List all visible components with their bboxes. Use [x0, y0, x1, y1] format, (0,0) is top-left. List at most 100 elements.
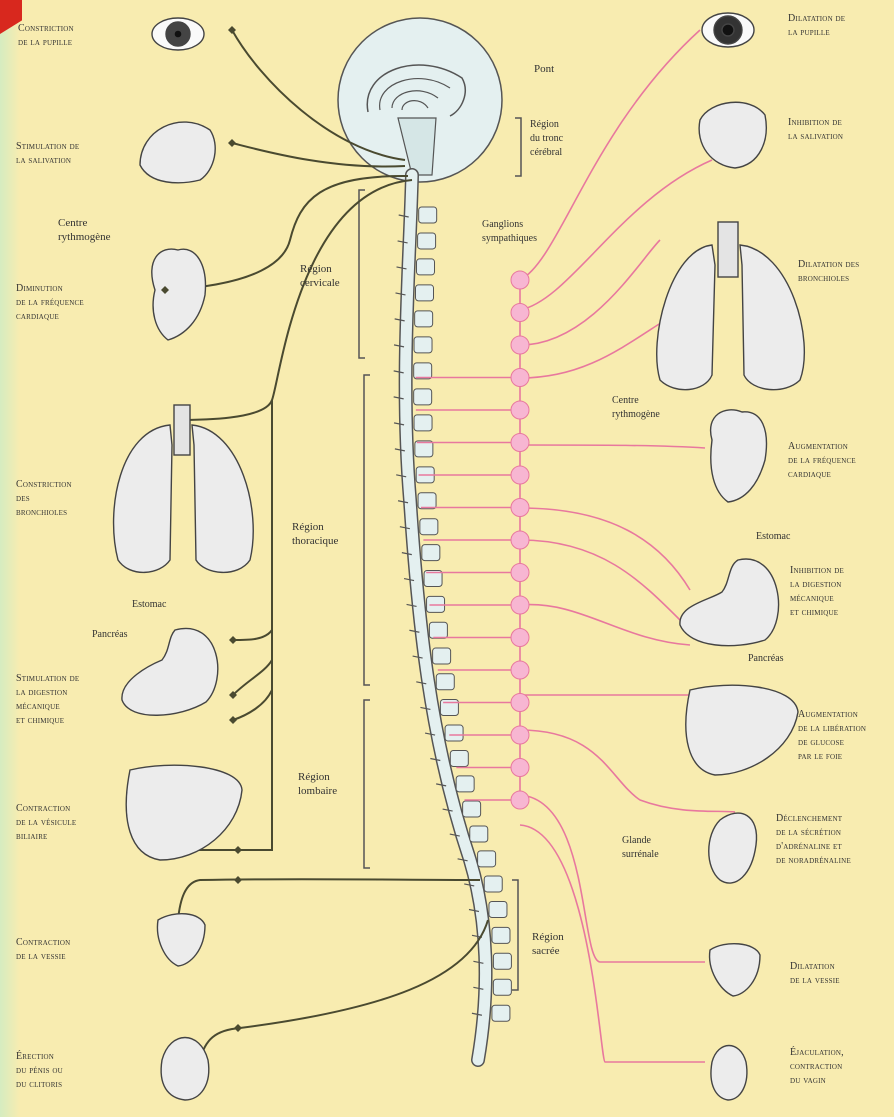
stomach-right	[680, 559, 779, 646]
vertebra	[414, 389, 432, 405]
synapse-marker	[229, 716, 237, 724]
ganglion	[511, 499, 529, 517]
label-line: Glande	[622, 834, 659, 848]
heart-right	[711, 410, 767, 502]
vertebra	[493, 953, 511, 969]
label-line: Centre	[612, 394, 660, 408]
vertebra	[429, 622, 447, 638]
label-line: de la libération	[798, 722, 866, 736]
bladder-left	[157, 914, 205, 966]
ganglion	[511, 596, 529, 614]
label-line: mécanique	[16, 700, 79, 714]
label-line: et chimique	[16, 714, 79, 728]
vertebra	[492, 927, 510, 943]
label-line: sacrée	[532, 944, 564, 958]
label-line: Érection	[16, 1050, 63, 1064]
label-line: Éjaculation,	[790, 1046, 844, 1060]
label-line: Augmentation	[788, 440, 856, 454]
label-line: cervicale	[300, 276, 340, 290]
label-line: Dilatation de	[788, 12, 845, 26]
lungs-left	[114, 405, 254, 572]
ganglion	[511, 791, 529, 809]
ganglion	[511, 304, 529, 322]
salivary-gland-right	[699, 102, 766, 168]
vertebra	[420, 519, 438, 535]
ganglion	[511, 434, 529, 452]
label-line: du pénis ou	[16, 1064, 63, 1078]
stomach-left	[122, 628, 218, 715]
right-label-bronchioles: Dilatation des bronchioles	[798, 258, 859, 286]
label-line: Stimulation de	[16, 672, 79, 686]
eye-right	[702, 13, 754, 47]
salivary-gland-left	[140, 122, 215, 183]
label-line: la pupille	[788, 26, 845, 40]
label-line: Région	[532, 930, 564, 944]
label-line: la salivation	[788, 130, 843, 144]
vertebra	[418, 493, 436, 509]
label-line: thoracique	[292, 534, 338, 548]
label-line: Diminution	[16, 282, 84, 296]
right-label-pancreas: Pancréas	[748, 652, 784, 666]
vertebra	[414, 337, 432, 353]
spinal-cord	[394, 175, 512, 1060]
label-line: de la vessie	[16, 950, 70, 964]
right-label-frequence: Augmentation de la fréquence cardiaque	[788, 440, 856, 482]
vertebra	[478, 851, 496, 867]
vertebra	[463, 801, 481, 817]
left-label-pupille: Constriction de la pupille	[18, 22, 74, 50]
liver-right	[686, 685, 798, 775]
ganglion	[511, 466, 529, 484]
label-line: de la vésicule	[16, 816, 76, 830]
label-line: Augmentation	[798, 708, 866, 722]
left-label-bronchioles: Constriction des bronchioles	[16, 478, 72, 520]
vertebra	[419, 207, 437, 223]
vertebra	[418, 233, 436, 249]
label-line: du vagin	[790, 1074, 844, 1088]
bladder-right	[710, 944, 760, 996]
label-line: Dilatation des	[798, 258, 859, 272]
ganglion	[511, 401, 529, 419]
label-line: par le foie	[798, 750, 866, 764]
right-label-estomac: Estomac	[756, 530, 790, 544]
label-ganglions: Ganglions sympathiques	[482, 218, 537, 246]
label-region-sacree: Région sacrée	[532, 930, 564, 958]
ganglion	[511, 564, 529, 582]
label-line: bronchioles	[16, 506, 72, 520]
label-line: Constriction	[16, 478, 72, 492]
ganglion	[511, 694, 529, 712]
left-label-salivation: Stimulation de la salivation	[16, 140, 79, 168]
label-line: la digestion	[16, 686, 79, 700]
label-line: de la sécrétion	[776, 826, 851, 840]
genitals-left	[161, 1038, 209, 1101]
label-line: Contraction	[16, 936, 70, 950]
label-line: contraction	[790, 1060, 844, 1074]
label-line: la digestion	[790, 578, 844, 592]
vertebra	[470, 826, 488, 842]
synapse-marker	[229, 636, 237, 644]
label-line: cérébral	[530, 146, 563, 160]
label-line: Région	[298, 770, 337, 784]
label-line: Déclenchement	[776, 812, 851, 826]
label-line: et chimique	[790, 606, 844, 620]
left-label-frequence: Diminution de la fréquence cardiaque	[16, 282, 84, 324]
left-label-erection: Érection du pénis ou du clitoris	[16, 1050, 63, 1092]
synapse-marker	[234, 846, 242, 854]
label-line: Inhibition de	[790, 564, 844, 578]
label-tronc-cerebral: Région du tronc cérébral	[530, 118, 563, 160]
label-line: d'adrénaline et	[776, 840, 851, 854]
vertebra	[492, 1005, 510, 1021]
label-line: des	[16, 492, 72, 506]
label-region-lombaire: Région lombaire	[298, 770, 337, 798]
synapse-marker	[228, 26, 236, 34]
sympathetic-fibers	[520, 30, 735, 1062]
vertebra	[450, 751, 468, 767]
label-line: Région	[530, 118, 563, 132]
vertebra	[456, 776, 474, 792]
vertebra	[417, 259, 435, 275]
label-line: lombaire	[298, 784, 337, 798]
vertebra	[414, 415, 432, 431]
label-line: de glucose	[798, 736, 866, 750]
synapse-marker	[228, 139, 236, 147]
right-label-surrenale: Glande surrénale	[622, 834, 659, 862]
